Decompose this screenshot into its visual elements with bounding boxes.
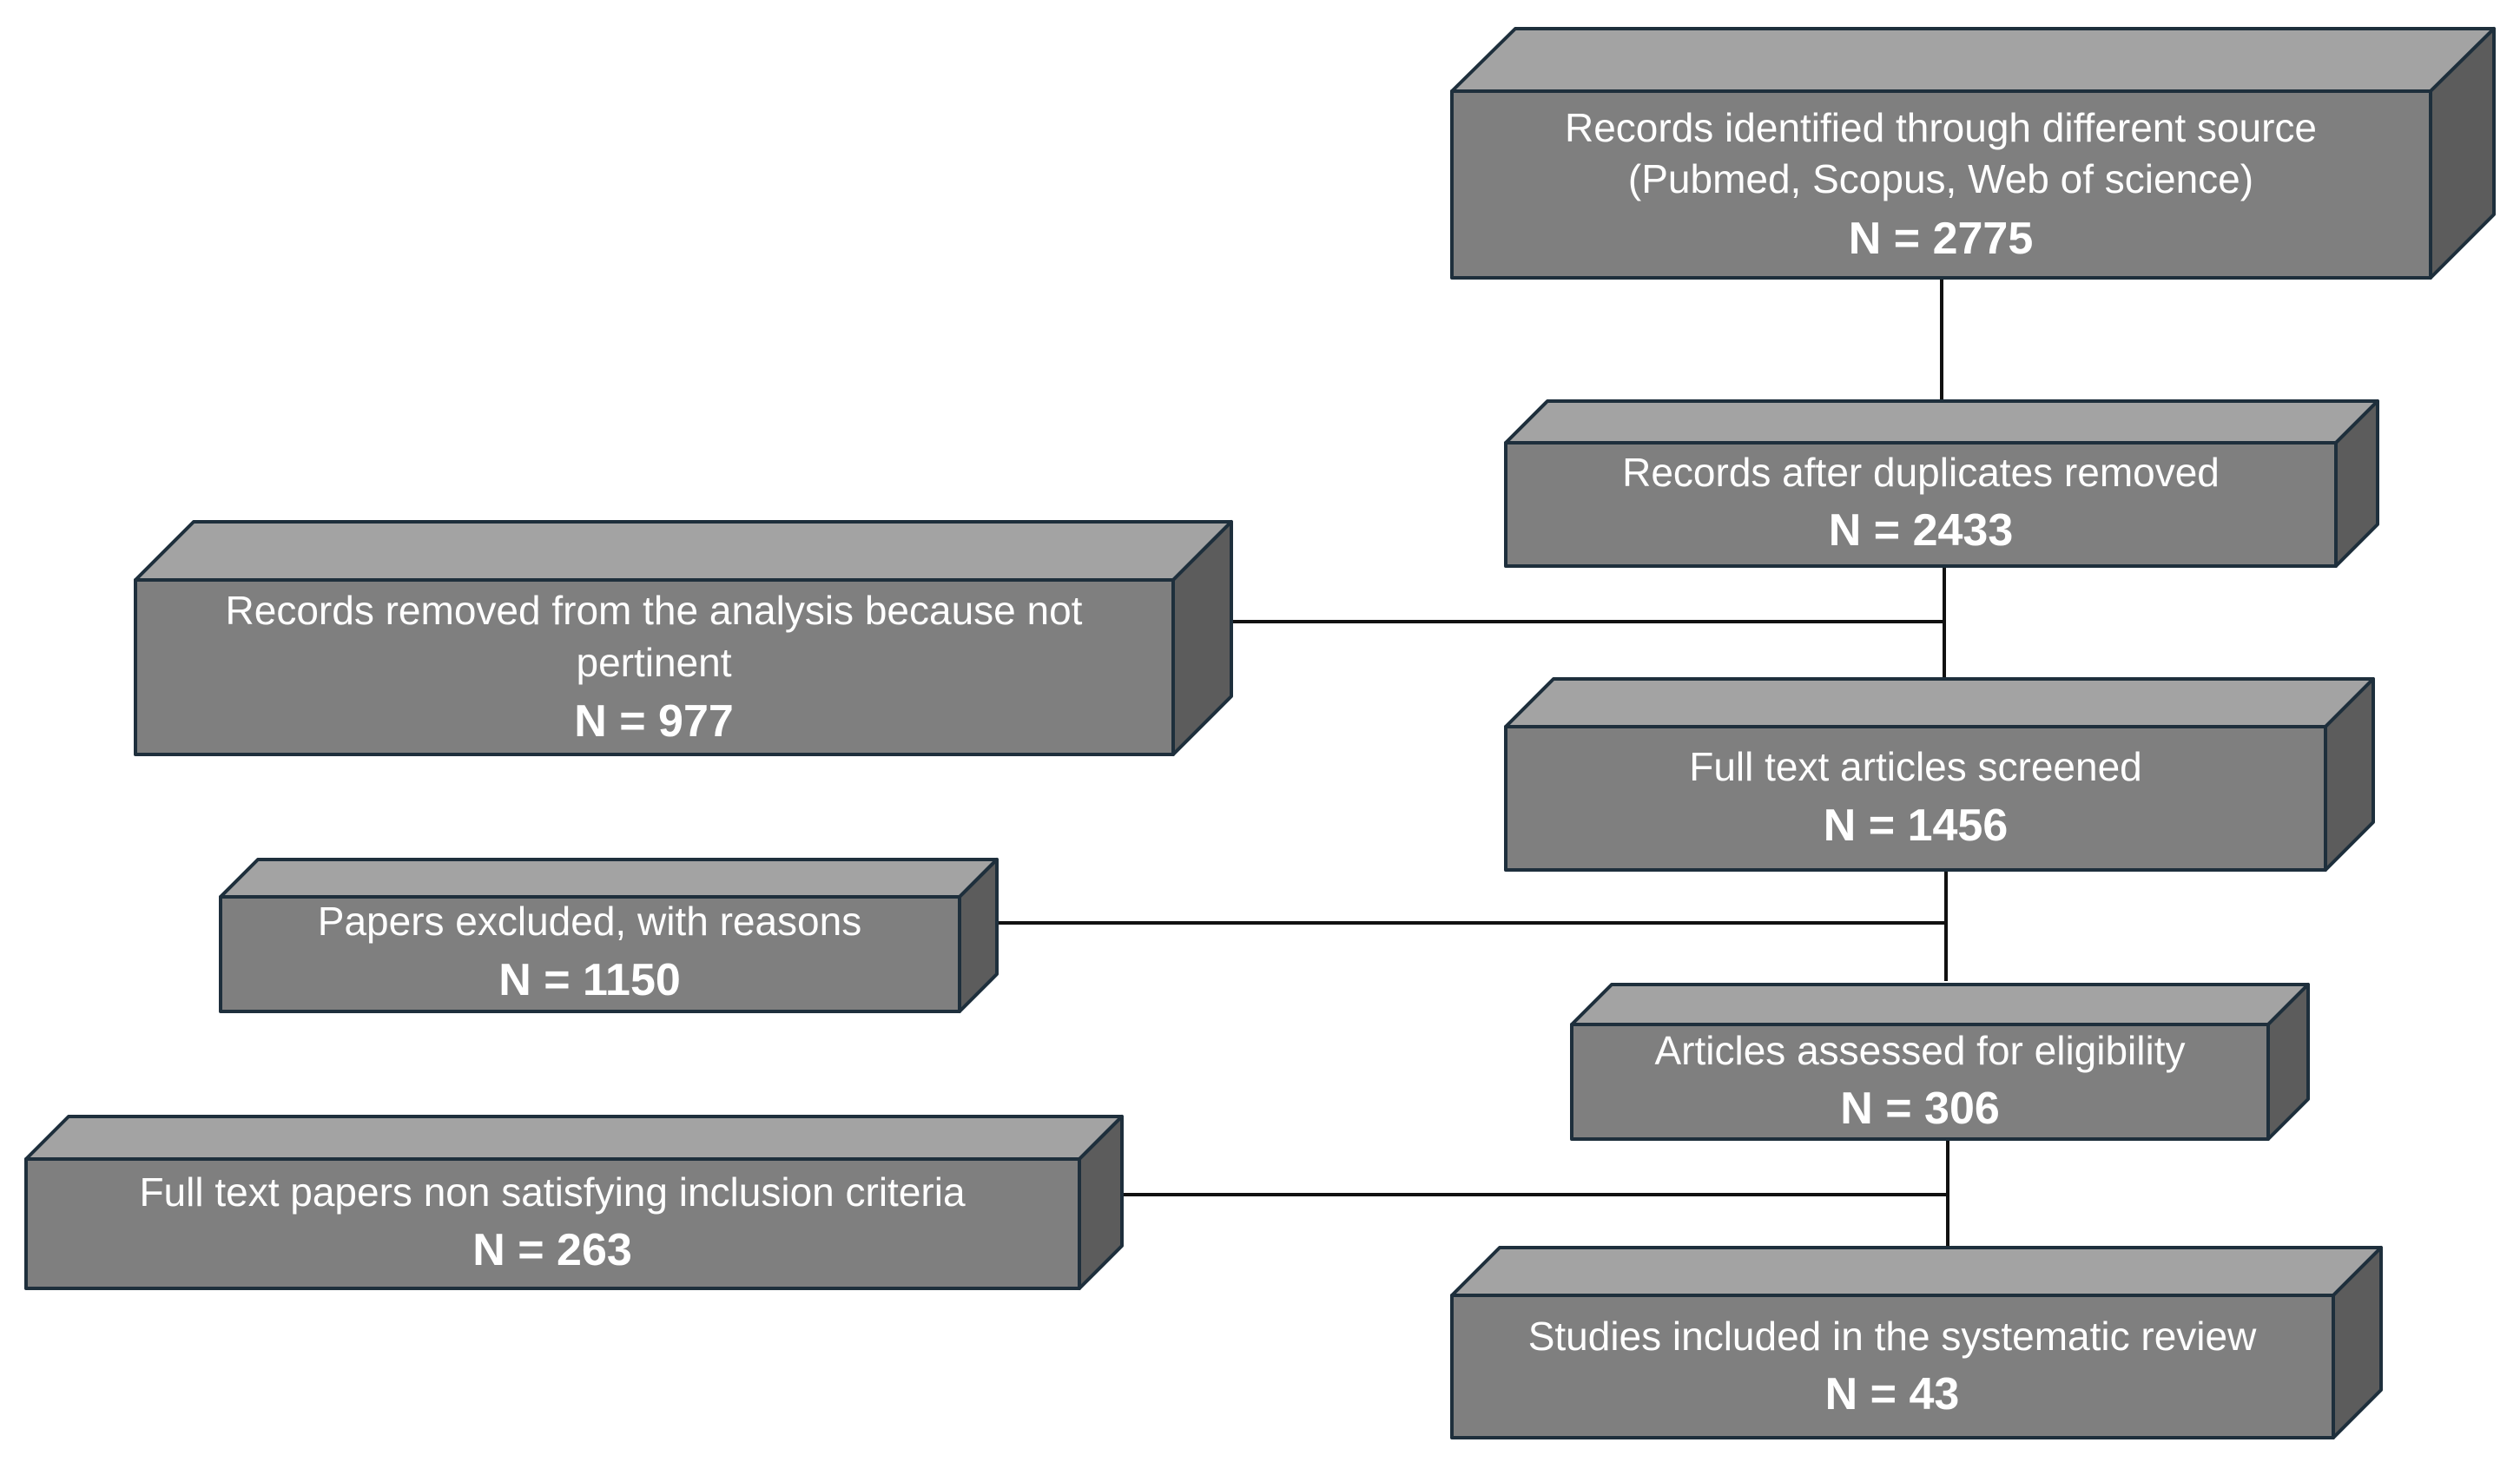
included-count: N = 43 [1825, 1369, 1960, 1419]
non-satisfying-line1: Full text papers non satisfying inclusio… [139, 1169, 966, 1215]
removed-line1: Records removed from the analysis becaus… [226, 588, 1083, 633]
connectors [997, 278, 1949, 1250]
eligibility-count: N = 306 [1840, 1084, 2000, 1134]
excluded-count: N = 1150 [498, 955, 681, 1005]
removed-count: N = 977 [574, 696, 734, 747]
after-duplicates-count: N = 2433 [1829, 505, 2014, 556]
box-included: Studies included in the systematic revie… [1450, 1246, 2383, 1439]
box-records-identified: Records identified through different sou… [1450, 27, 2496, 280]
included-line1: Studies included in the systematic revie… [1528, 1314, 2257, 1359]
box-screened: Full text articles screened N = 1456 [1504, 677, 2375, 872]
identified-line2: (Pubmed, Scopus, Web of science) [1628, 156, 2253, 201]
non-satisfying-count: N = 263 [472, 1225, 632, 1275]
identified-line1: Records identified through different sou… [1565, 105, 2317, 150]
box-eligibility: Articles assessed for eligibility N = 30… [1570, 983, 2310, 1141]
eligibility-line1: Articles assessed for eligibility [1654, 1028, 2185, 1073]
screened-line1: Full text articles screened [1689, 744, 2142, 789]
box-after-duplicates: Records after duplicates removed N = 243… [1504, 399, 2379, 568]
removed-line2: pertinent [576, 640, 731, 685]
after-duplicates-line1: Records after duplicates removed [1622, 450, 2220, 495]
excluded-line1: Papers excluded, with reasons [318, 899, 861, 944]
box-non-satisfying: Full text papers non satisfying inclusio… [24, 1115, 1124, 1290]
box-excluded-reasons: Papers excluded, with reasons N = 1150 [219, 858, 999, 1013]
screened-count: N = 1456 [1824, 800, 2009, 851]
box-removed-not-pertinent: Records removed from the analysis becaus… [134, 520, 1233, 756]
identified-count: N = 2775 [1849, 214, 2034, 264]
